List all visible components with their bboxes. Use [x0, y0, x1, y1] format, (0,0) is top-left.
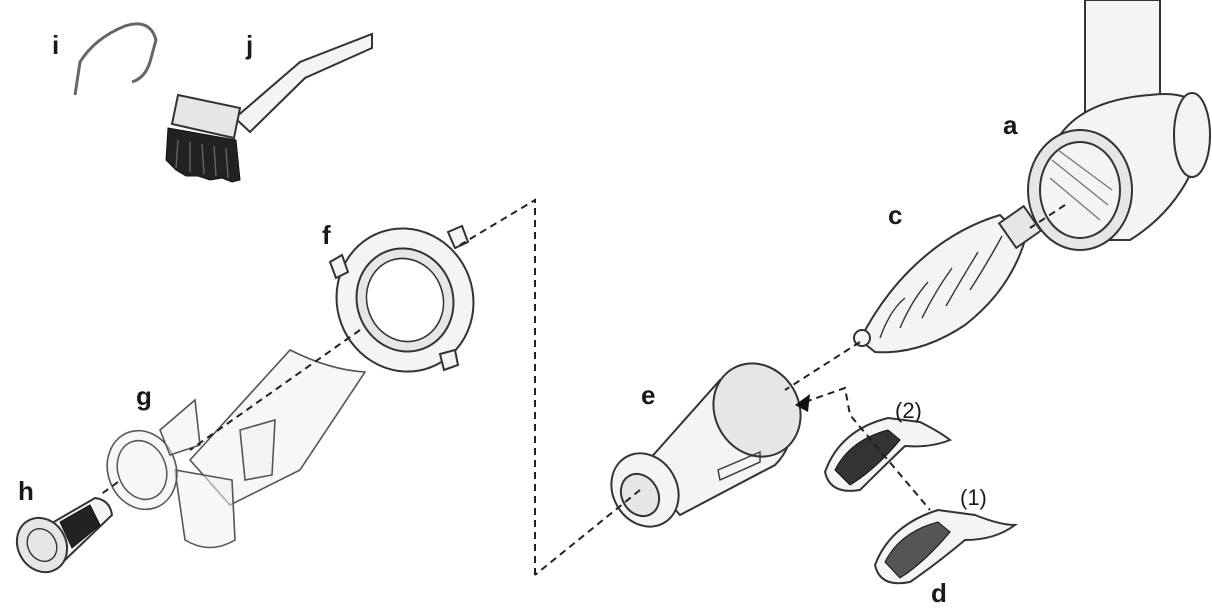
part-j-brush: [165, 32, 373, 183]
part-g-funnel: [106, 349, 367, 549]
label-i: i: [52, 30, 59, 60]
label-d: d: [931, 578, 947, 608]
label-f: f: [322, 220, 331, 250]
label-e: e: [641, 380, 655, 410]
label-j: j: [245, 30, 253, 60]
part-h-attachment: [15, 496, 114, 574]
label-h: h: [18, 476, 34, 506]
part-a-housing: [1027, 0, 1211, 251]
part-f-ring-nut: [328, 224, 475, 373]
label-d-variant-2: (2): [895, 398, 922, 423]
part-d-insert-2: [823, 416, 952, 492]
part-e-cone: [610, 362, 802, 528]
label-a: a: [1003, 110, 1018, 140]
assembly-guide-lines: [99, 198, 1066, 576]
label-d-variant-1: (1): [960, 485, 987, 510]
part-d-insert-1: [873, 508, 1019, 585]
part-i-hook: [73, 22, 158, 96]
label-c: c: [888, 200, 902, 230]
part-c-worm: [853, 204, 1043, 354]
label-g: g: [136, 381, 152, 411]
insert-arrow-head: [795, 394, 810, 412]
